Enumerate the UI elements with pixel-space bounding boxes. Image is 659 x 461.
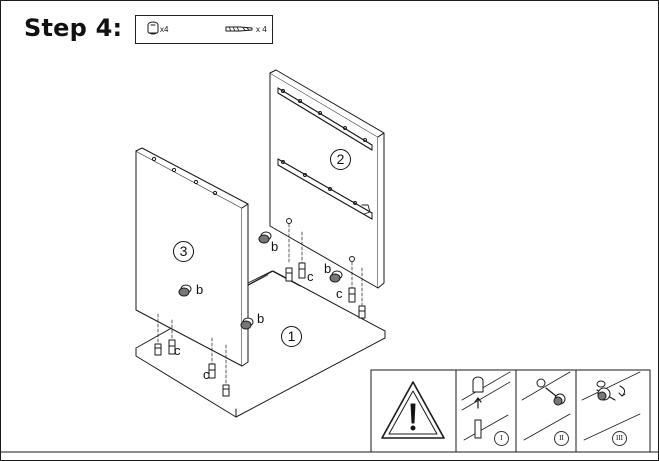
cam-lock-b3 (258, 231, 272, 244)
label-c-4: c (336, 286, 343, 301)
step-title: Step 4: (24, 14, 123, 42)
cam-lock-b1 (178, 284, 192, 297)
dowel-screw-quantity: x 4 (256, 25, 267, 34)
label-b-1: b (196, 282, 204, 297)
panel-2-number: 2 (330, 149, 351, 170)
detail-step-3-number: III (612, 431, 627, 446)
label-c-2: c (203, 367, 210, 382)
dowel-screws (154, 262, 366, 397)
cam-lock-b4 (329, 270, 343, 283)
cam-lock-quantity: x4 (160, 25, 169, 34)
detail-step-2-drawing (521, 371, 571, 441)
parts-list-box (135, 15, 273, 44)
warning-triangle-icon (381, 381, 445, 439)
detail-step-3-drawing (581, 371, 641, 441)
detail-step-2-number: II (554, 431, 569, 446)
label-b-4: b (324, 261, 332, 276)
panel-3-number: 3 (173, 241, 194, 262)
label-b-2: b (257, 311, 265, 326)
label-c-1: c (174, 343, 181, 358)
cam-lock-icon (147, 21, 159, 35)
dowel-screw-icon (225, 26, 253, 32)
panel-2-side (269, 69, 385, 289)
label-c-3: c (307, 269, 314, 284)
label-b-3: b (271, 239, 279, 254)
detail-step-1-number: I (494, 431, 509, 446)
detail-step-1-drawing (461, 371, 511, 441)
panel-1-number: 1 (281, 326, 302, 347)
cam-lock-b2 (240, 317, 254, 330)
